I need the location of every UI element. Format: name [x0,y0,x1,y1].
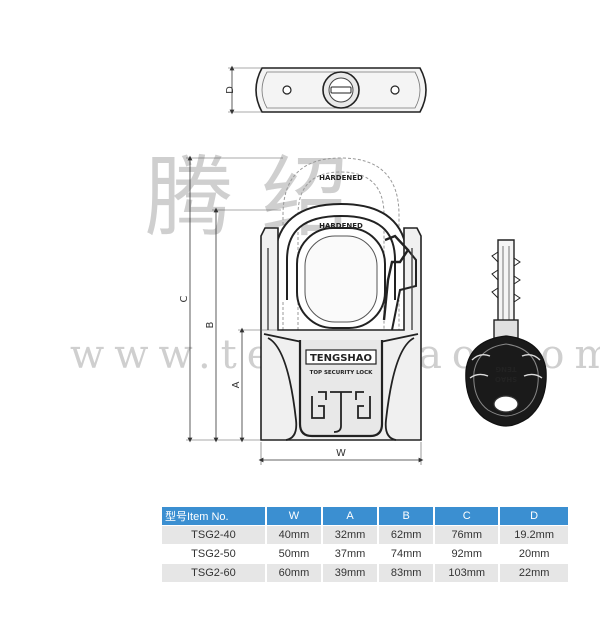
cell-b: 83mm [379,564,434,582]
cell-b: 62mm [379,526,434,544]
hardened-body-label: HARDENED [319,222,363,230]
cell-c: 76mm [435,526,499,544]
table-row: TSG2-50 50mm 37mm 74mm 92mm 20mm [162,545,568,563]
hardened-top-label: HARDENED [319,174,363,182]
dimension-c: C [179,155,283,443]
cell-w: 60mm [266,564,321,582]
spec-table: 型号Item No. W A B C D TSG2-40 40mm 32mm 6… [160,506,570,583]
brand-label: TENGSHAO [310,353,372,364]
cell-w: 50mm [266,545,321,563]
key-brand-1: TENG [495,365,516,373]
cell-c: 92mm [435,545,499,563]
cell-d: 19.2mm [500,526,568,544]
cell-c: 103mm [435,564,499,582]
lock-ornament [311,391,371,433]
header-c: C [435,507,499,525]
cell-a: 39mm [323,564,378,582]
header-w: W [266,507,321,525]
table-row: TSG2-40 40mm 32mm 62mm 76mm 19.2mm [162,526,568,544]
header-a: A [323,507,378,525]
dimension-b: B [205,207,281,443]
header-b: B [379,507,434,525]
dimension-d-label: D [225,86,236,94]
cell-item-no: TSG2-40 [162,526,265,544]
lock-body: TENGSHAO TOP SECURITY LOCK [260,227,422,441]
padlock-technical-drawing: 腾 绍 www.tengshao.com D HARDENED HARDENED [70,65,600,465]
dimension-b-label: B [205,321,216,328]
cell-a: 37mm [323,545,378,563]
key: TENG SHAO [465,239,547,427]
shackle-open: HARDENED [282,157,400,330]
lock-top-view [255,67,427,113]
dimension-c-label: C [179,295,190,302]
dimension-w: W [258,442,424,465]
cell-a: 32mm [323,526,378,544]
dimension-w-label: W [336,448,346,459]
dimension-a-label: A [231,381,242,388]
dimension-d: D [225,65,262,115]
header-item-no: 型号Item No. [162,507,265,525]
tagline-label: TOP SECURITY LOCK [310,370,374,376]
key-brand-2: SHAO [495,375,517,383]
cell-b: 74mm [379,545,434,563]
cell-item-no: TSG2-60 [162,564,265,582]
cell-w: 40mm [266,526,321,544]
header-d: D [500,507,568,525]
cell-item-no: TSG2-50 [162,545,265,563]
cell-d: 22mm [500,564,568,582]
spec-table-header: 型号Item No. W A B C D [162,507,568,525]
dimension-a: A [231,327,278,443]
cell-d: 20mm [500,545,568,563]
table-row: TSG2-60 60mm 39mm 83mm 103mm 22mm [162,564,568,582]
